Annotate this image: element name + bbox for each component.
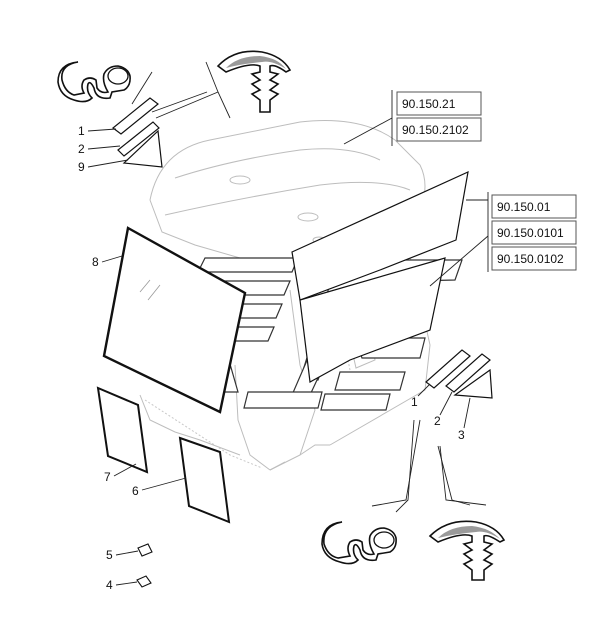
callout-pane-6: 6 bbox=[132, 477, 187, 498]
seal-strip-1-right bbox=[425, 349, 471, 389]
ref-code-b3: 90.150.0102 bbox=[497, 252, 564, 266]
callout-clip-4: 4 bbox=[106, 578, 138, 592]
seal-profile-c-top bbox=[57, 61, 131, 103]
callout-right-1: 1 bbox=[411, 383, 431, 409]
ref-box-group-b: 90.150.01 90.150.0101 90.150.0102 bbox=[487, 192, 577, 272]
seal-strip-2-right bbox=[445, 353, 491, 393]
ref-code-a1: 90.150.21 bbox=[402, 97, 456, 111]
callout-label: 2 bbox=[434, 414, 441, 428]
side-window-rear bbox=[291, 170, 469, 301]
lower-pane-6 bbox=[178, 436, 231, 524]
callout-label: 2 bbox=[78, 142, 85, 156]
callout-label: 1 bbox=[411, 395, 418, 409]
callout-pane-8: 8 bbox=[92, 255, 123, 269]
callout-label: 8 bbox=[92, 255, 99, 269]
callout-left-9: 9 bbox=[78, 159, 129, 174]
seal-profile-c-bottom bbox=[321, 521, 397, 565]
ref-box-group-a: 90.150.21 90.150.2102 bbox=[391, 90, 482, 146]
callout-label: 1 bbox=[78, 124, 85, 138]
callout-label: 4 bbox=[106, 578, 113, 592]
side-window-door bbox=[299, 257, 446, 383]
ref-code-b2: 90.150.0101 bbox=[497, 226, 564, 240]
callout-clip-5: 5 bbox=[106, 548, 139, 562]
clip-4 bbox=[136, 575, 152, 588]
callout-left-1: 1 bbox=[78, 124, 117, 138]
callout-label: 9 bbox=[78, 160, 85, 174]
callout-left-2: 2 bbox=[78, 142, 121, 156]
corner-piece-9-upper bbox=[122, 129, 163, 168]
seal-profile-t-top bbox=[216, 50, 292, 113]
callout-label: 7 bbox=[104, 470, 111, 484]
seal-strip-1-upper bbox=[112, 97, 159, 135]
windscreen-glass bbox=[102, 226, 247, 414]
callout-right-2: 2 bbox=[434, 391, 453, 428]
lower-pane-7 bbox=[96, 386, 149, 474]
callout-label: 5 bbox=[106, 548, 113, 562]
callout-pane-7: 7 bbox=[104, 463, 137, 484]
clip-5 bbox=[137, 543, 153, 557]
callout-label: 6 bbox=[132, 484, 139, 498]
ref-code-a2: 90.150.2102 bbox=[402, 123, 469, 137]
corner-piece-3-right bbox=[453, 368, 493, 399]
seal-strip-2-upper bbox=[117, 121, 160, 157]
callout-label: 3 bbox=[458, 428, 465, 442]
seal-profile-t-bottom bbox=[428, 520, 506, 581]
callout-right-3: 3 bbox=[458, 397, 471, 442]
ref-code-b1: 90.150.01 bbox=[497, 200, 551, 214]
